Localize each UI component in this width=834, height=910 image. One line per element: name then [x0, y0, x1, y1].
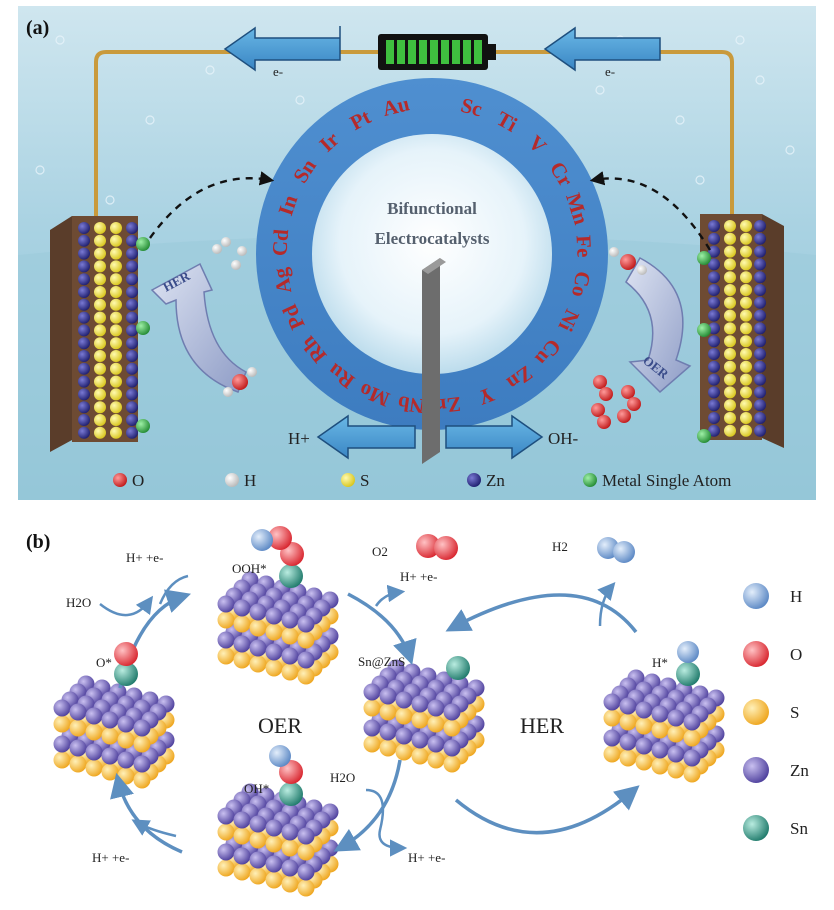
h-atoms-left — [212, 237, 247, 270]
panel-a-label: (a) — [26, 17, 49, 39]
proton-arrow — [316, 414, 416, 460]
sn-zns-label: Sn@ZnS — [358, 654, 405, 669]
dashed-arrow-left — [149, 171, 275, 239]
membrane — [422, 258, 440, 464]
panel-b: (b) OER HER Sn@ZnS H2O H+ +e- OOH* O2 H+… — [26, 526, 809, 897]
element-label: Cd — [267, 228, 293, 257]
ooh-star-label: OOH* — [232, 561, 267, 576]
bubbles — [35, 35, 795, 205]
water-molecule-left — [223, 367, 257, 397]
oer-curved-arrow: OER — [625, 256, 692, 394]
hplus-e-top-right: H+ +e- — [400, 569, 437, 584]
hplus-e-bottom-left: H+ +e- — [92, 850, 129, 865]
adsorbate-o — [114, 642, 138, 686]
legend-item-h: H — [225, 471, 256, 490]
element-label: Fe — [571, 235, 596, 258]
legend-label: O — [132, 471, 144, 490]
panel-a-legend: O H S Zn Metal Single Atom — [113, 471, 731, 490]
electron-arrow-right — [543, 26, 661, 72]
center-title-line2: Electrocatalysts — [375, 229, 490, 248]
adsorbate-h — [676, 641, 700, 686]
metal-single-atom — [136, 419, 150, 433]
legend-label: H — [790, 587, 802, 606]
zns-slab — [217, 783, 339, 897]
hydroxide-arrow — [445, 414, 544, 460]
electron-arrow-left — [223, 26, 341, 72]
catalyst-slabs — [53, 571, 725, 897]
h2o-bottom-label: H2O — [330, 770, 355, 785]
zns-slab — [53, 675, 175, 789]
legend-label: S — [360, 471, 369, 490]
legend-label: Sn — [790, 819, 808, 838]
legend-label: S — [790, 703, 799, 722]
metal-single-atom — [697, 429, 711, 443]
h-star-label: H* — [652, 655, 668, 670]
o-star-label: O* — [96, 655, 112, 670]
left-electrode — [50, 216, 150, 452]
electron-label-left: e- — [273, 64, 283, 79]
oh-star-label: OH* — [244, 781, 269, 796]
hplus-e-bottom-center: H+ +e- — [408, 850, 445, 865]
h-plus-label: H+ — [288, 429, 310, 448]
element-label: Ag — [268, 266, 296, 296]
adsorbate-oh — [269, 745, 303, 806]
battery-icon — [378, 34, 496, 70]
oer-cycle-label: OER — [258, 713, 302, 738]
oxygen-molecules-right — [591, 375, 641, 429]
legend-item-zn: Zn — [467, 471, 505, 490]
dashed-arrow-right — [589, 171, 712, 251]
adsorbate-ooh — [251, 526, 304, 588]
element-label: Co — [567, 269, 596, 299]
right-electrode — [697, 214, 784, 448]
adsorbate-sn-center — [446, 656, 470, 680]
metal-single-atom — [136, 237, 150, 251]
hplus-e-top-left: H+ +e- — [126, 550, 163, 565]
adsorbate-h2 — [597, 537, 635, 563]
metal-single-atom — [697, 323, 711, 337]
legend-item-h: H — [743, 583, 802, 609]
legend-item-s: S — [743, 699, 799, 725]
panel-b-label: (b) — [26, 531, 50, 553]
legend-label: H — [244, 471, 256, 490]
legend-item-metal-single-atom: Metal Single Atom — [583, 471, 731, 490]
legend-item-s: S — [341, 471, 369, 490]
zns-slab — [363, 659, 485, 773]
her-cycle-label: HER — [520, 713, 564, 738]
zns-slab — [217, 571, 339, 685]
legend-label: Zn — [486, 471, 505, 490]
metal-single-atom — [697, 251, 711, 265]
inner-circle — [312, 134, 552, 374]
legend-item-zn: Zn — [743, 757, 809, 783]
adsorbate-o2 — [416, 534, 458, 560]
center-title-line1: Bifunctional — [387, 199, 477, 218]
element-label: Nb — [396, 391, 426, 418]
oh-minus-label: OH- — [548, 429, 579, 448]
legend-item-sn: Sn — [743, 815, 808, 841]
legend-label: O — [790, 645, 802, 664]
o2-label: O2 — [372, 544, 388, 559]
h2o-top-label: H2O — [66, 595, 91, 610]
legend-item-o: O — [113, 471, 144, 490]
metal-single-atom — [136, 321, 150, 335]
legend-item-o: O — [743, 641, 802, 667]
electron-label-right: e- — [605, 64, 615, 79]
zns-slab — [603, 669, 725, 783]
legend-label: Zn — [790, 761, 809, 780]
h2-label: H2 — [552, 539, 568, 554]
legend-label: Metal Single Atom — [602, 471, 731, 490]
element-label: Zr — [436, 392, 462, 418]
water-molecule-right — [609, 247, 647, 275]
